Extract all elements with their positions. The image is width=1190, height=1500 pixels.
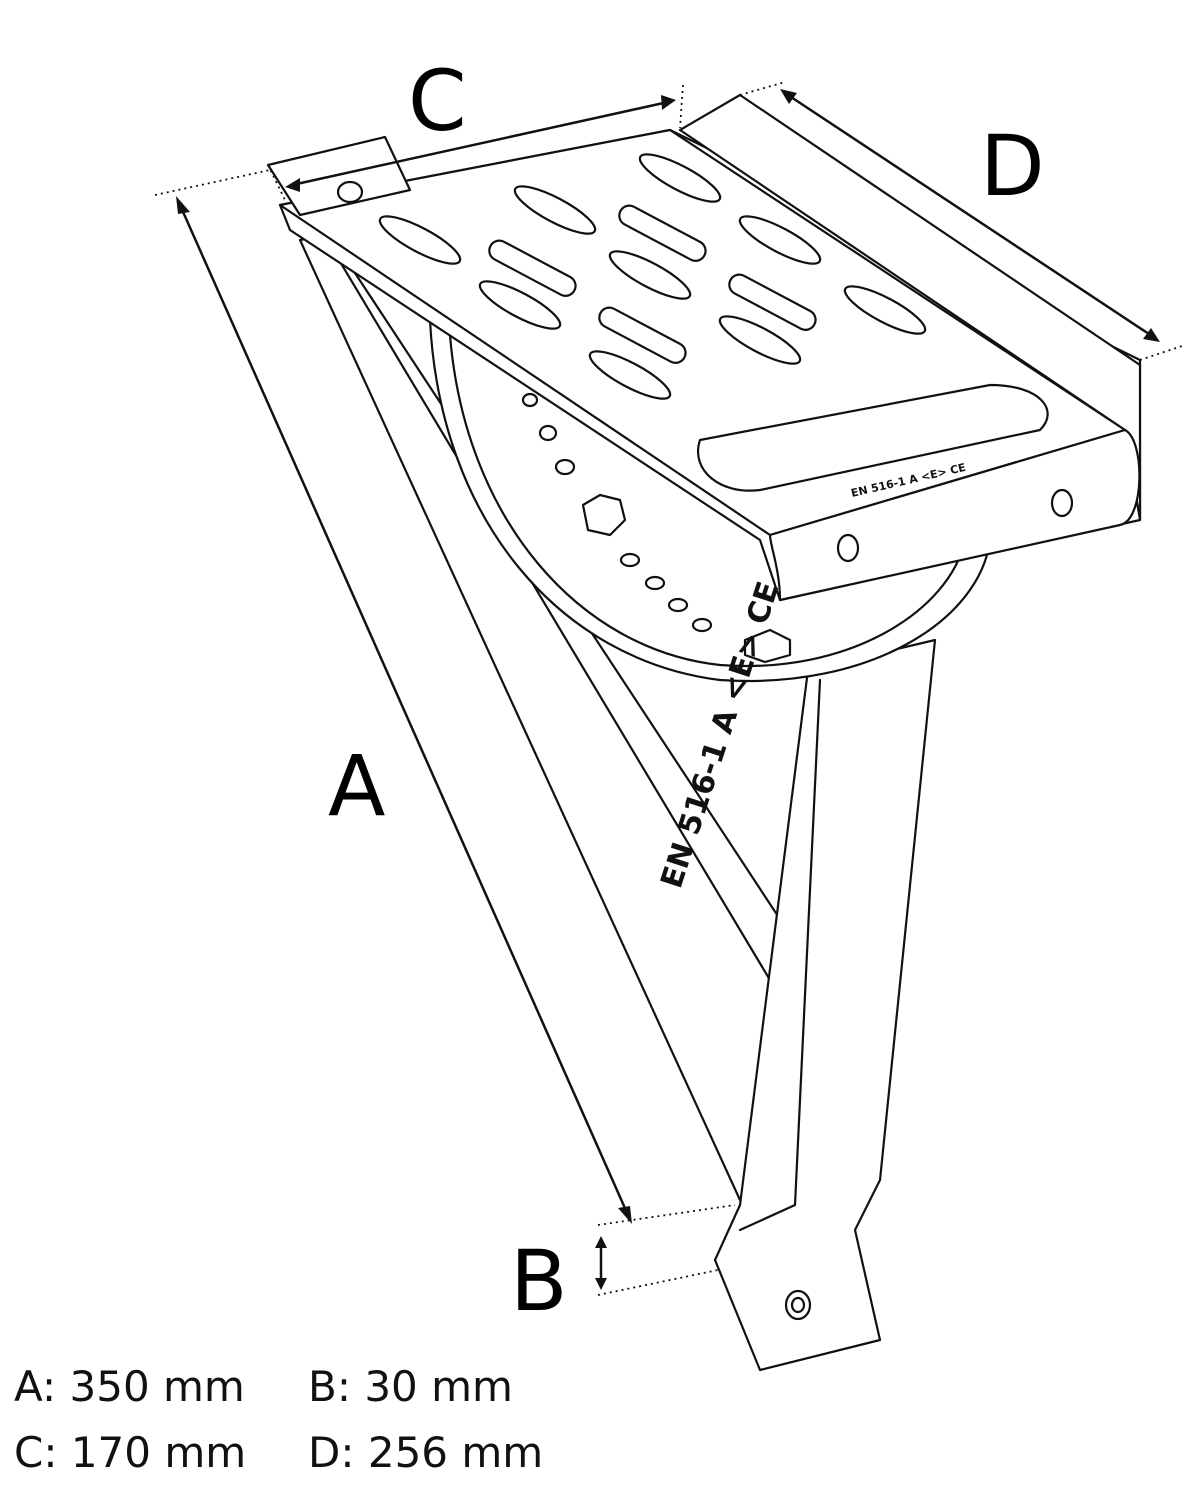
tread-slots	[488, 204, 817, 364]
dimension-a-arrow	[178, 204, 630, 1216]
step-front-edge	[768, 428, 1141, 602]
dimension-label-b: B	[510, 1232, 568, 1330]
dimension-d-arrow	[787, 93, 1153, 338]
legend-b: B: 30 mm	[308, 1362, 513, 1411]
dimension-c-arrow	[291, 100, 669, 187]
tread-grips	[378, 153, 927, 400]
rear-tab	[266, 135, 412, 217]
bracket-hole	[784, 1289, 812, 1321]
rear-tab-hole	[336, 180, 364, 204]
legend-c: C: 170 mm	[14, 1428, 247, 1477]
clamp-holes	[521, 392, 713, 633]
step-label-recess	[697, 383, 1049, 492]
dimension-label-c: C	[408, 52, 467, 150]
mounting-bracket	[713, 638, 937, 1372]
bolt-head	[581, 493, 627, 537]
bolt-head	[743, 628, 792, 664]
dimension-label-d: D	[980, 117, 1045, 215]
step-platform: EN 516-1 A <E> CE	[266, 93, 1142, 602]
legend-d: D: 256 mm	[308, 1428, 544, 1477]
dimension-label-a: A	[328, 737, 385, 835]
strut-arms	[298, 233, 937, 1372]
step-hole	[836, 533, 860, 563]
step-hole	[1050, 488, 1074, 518]
legend-a: A: 350 mm	[14, 1362, 245, 1411]
dimension-lines	[154, 81, 1186, 1296]
